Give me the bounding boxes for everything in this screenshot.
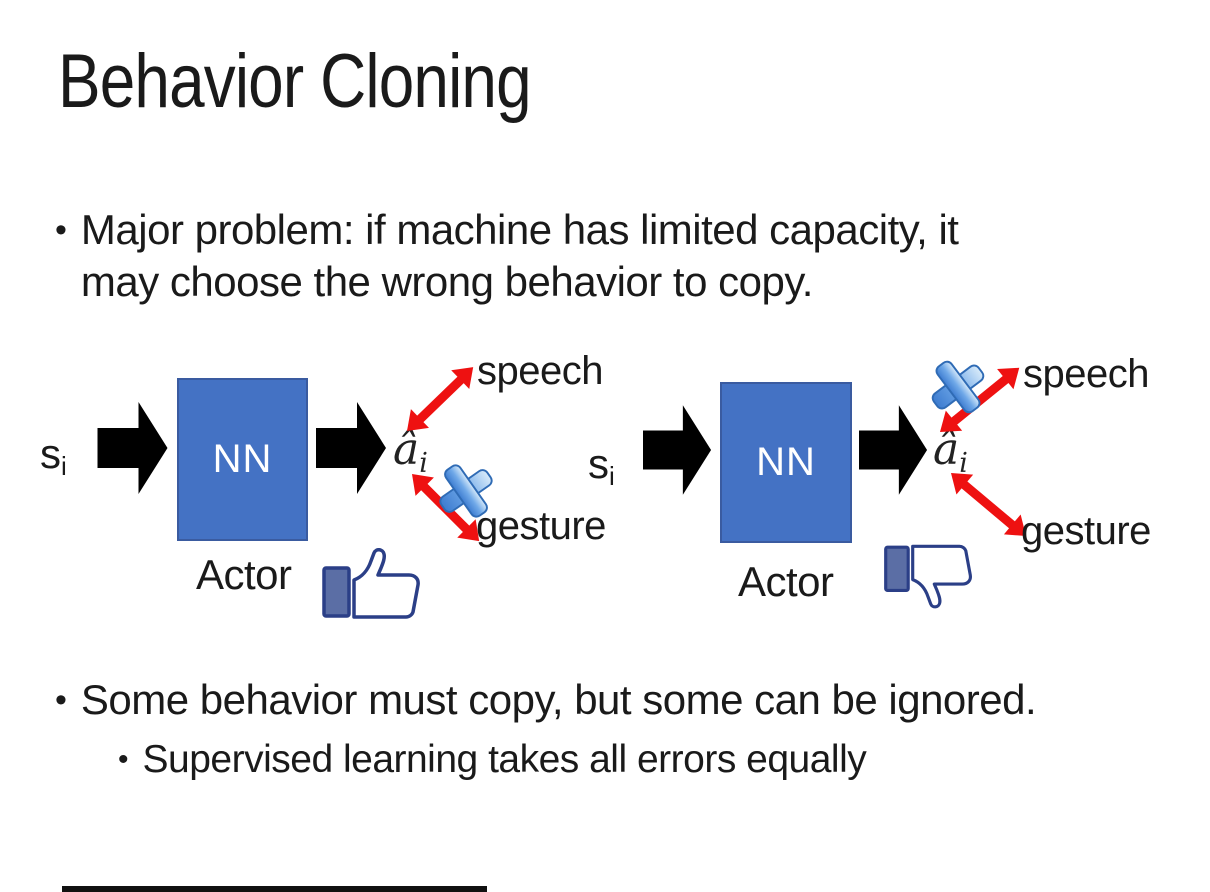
output-action-label: âi — [933, 424, 968, 479]
bullet-marker: • — [55, 211, 67, 249]
cross-icon — [439, 464, 493, 518]
bullet-some-behavior: • Some behavior must copy, but some can … — [55, 674, 1037, 726]
bullet-major-problem: • Major problem: if machine has limited … — [55, 204, 959, 308]
arrow-shaft — [958, 477, 1020, 532]
bullet-supervised-learning: • Supervised learning takes all errors e… — [118, 736, 867, 784]
output-subscript: i — [419, 448, 428, 479]
nn-label: NN — [212, 437, 273, 481]
output-base: â — [933, 424, 960, 475]
input-base: s — [588, 440, 609, 487]
speech-label: speech — [477, 349, 603, 393]
thumbs-down-icon — [884, 544, 973, 609]
output-base: â — [393, 424, 420, 475]
block-arrow-icon — [643, 405, 712, 495]
input-state-label: si — [40, 430, 67, 482]
block-arrow-icon — [316, 402, 386, 494]
speech-label: speech — [1023, 352, 1149, 396]
bullet-major-problem-text: Major problem: if machine has limited ca… — [81, 204, 959, 308]
bullet-marker: • — [55, 681, 67, 719]
actor-label: Actor — [196, 551, 292, 598]
arrow-shaft — [413, 372, 467, 426]
nn-label: NN — [756, 440, 816, 484]
thumbs-up-icon — [322, 548, 420, 619]
actor-label: Actor — [738, 558, 834, 605]
nn-box: NN — [177, 378, 308, 541]
gesture-label: gesture — [476, 504, 606, 548]
output-action-label: âi — [393, 424, 428, 479]
bullet-some-behavior-text: Some behavior must copy, but some can be… — [80, 676, 1037, 723]
double-arrow-icon — [397, 357, 483, 441]
cross-icon — [931, 360, 985, 414]
bullet-supervised-learning-text: Supervised learning takes all errors equ… — [142, 738, 867, 781]
output-subscript: i — [959, 448, 968, 479]
input-subscript: i — [61, 451, 67, 481]
bullet-line-2: may choose the wrong behavior to copy. — [80, 258, 813, 305]
input-subscript: i — [609, 461, 615, 491]
block-arrow-icon — [859, 405, 928, 495]
slide-title: Behavior Cloning — [58, 39, 532, 124]
input-base: s — [40, 430, 61, 477]
input-state-label: si — [588, 440, 615, 492]
bottom-edge-bar — [62, 886, 487, 892]
nn-box: NN — [720, 382, 852, 543]
bullet-marker: • — [118, 743, 129, 776]
block-arrow-icon — [97, 402, 168, 494]
gesture-label: gesture — [1021, 509, 1151, 553]
bullet-line-1: Major problem: if machine has limited ca… — [80, 206, 959, 253]
